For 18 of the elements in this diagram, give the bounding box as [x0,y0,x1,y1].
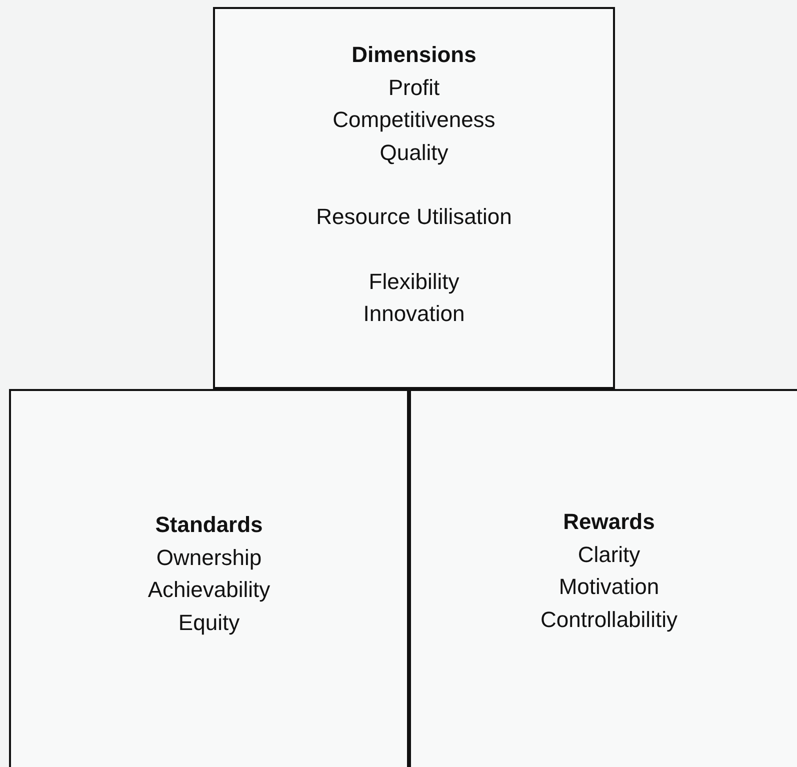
box-heading: Rewards [563,508,655,536]
list-item: Competitiveness [332,106,496,134]
category-box [213,7,615,389]
list-item: Profit [388,74,440,102]
list-item: Controllabilitiy [540,606,678,634]
list-item: Flexibility [368,268,460,296]
list-item: Motivation [558,573,660,601]
list-item: Achievability [148,576,270,604]
list-item: Innovation [363,300,465,328]
category-box [9,389,409,767]
category-box [409,389,797,767]
box-heading: Standards [155,511,263,539]
list-item: Equity [178,608,240,637]
box-heading: Dimensions [352,41,476,69]
list-item: Quality [380,138,448,167]
list-item: Clarity [578,540,640,569]
list-item: Resource Utilisation [316,203,512,231]
list-item: Ownership [156,544,262,572]
